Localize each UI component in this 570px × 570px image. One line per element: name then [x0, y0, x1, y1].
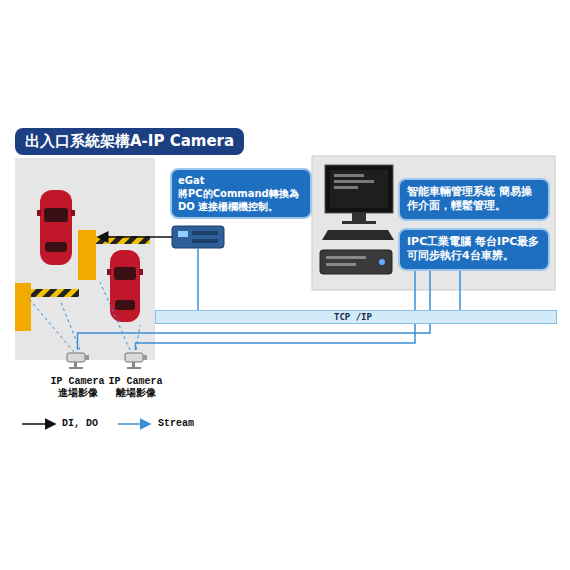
- dido-arrow: [98, 236, 172, 238]
- node-text: 智能車輛管理系統 簡易操作介面，輕鬆管理。: [407, 185, 541, 214]
- stream-connector: [459, 271, 461, 310]
- pc-panel: [312, 156, 555, 290]
- callout-box: IPC工業電腦 每台IPC最多可同步執行4台車辨。: [398, 228, 550, 271]
- parking-area: [15, 158, 155, 360]
- node-text: eGat: [178, 174, 304, 187]
- callout-box: eGat將PC的Command轉換為DO 連接柵欄機控制。: [170, 168, 312, 219]
- camera-node: IP Camera 進場影像: [49, 350, 106, 400]
- node-text: TCP /IP: [334, 311, 556, 323]
- legend-sample: [22, 423, 55, 425]
- legend-label: Stream: [158, 418, 194, 429]
- keyboard: [322, 230, 394, 240]
- camera-icon: [63, 350, 93, 370]
- callout-box: 智能車輛管理系統 簡易操作介面，輕鬆管理。: [398, 178, 550, 221]
- egat-device: [172, 226, 224, 248]
- camera-icon: [121, 350, 151, 370]
- network-wire: [197, 248, 199, 310]
- node-text: IPC工業電腦 每台IPC最多可同步執行4台車辨。: [407, 235, 541, 264]
- camera-node: IP Camera 離場影像: [107, 350, 164, 400]
- node-text: IP Camera 離場影像: [107, 376, 164, 400]
- camera-view: [30, 282, 140, 352]
- title-banner: 出入口系統架構A-IP Camera: [15, 128, 244, 155]
- network-band: TCP /IP: [155, 310, 557, 324]
- legend-label: DI, DO: [62, 418, 98, 429]
- node-text: 將PC的Command轉換為DO 連接柵欄機控制。: [178, 187, 304, 213]
- legend-sample: [118, 423, 150, 425]
- node-text: IP Camera 進場影像: [49, 376, 106, 400]
- car: [37, 190, 75, 265]
- ipc-box: [320, 250, 392, 274]
- monitor: [325, 165, 393, 224]
- barrier-gate: [15, 283, 79, 331]
